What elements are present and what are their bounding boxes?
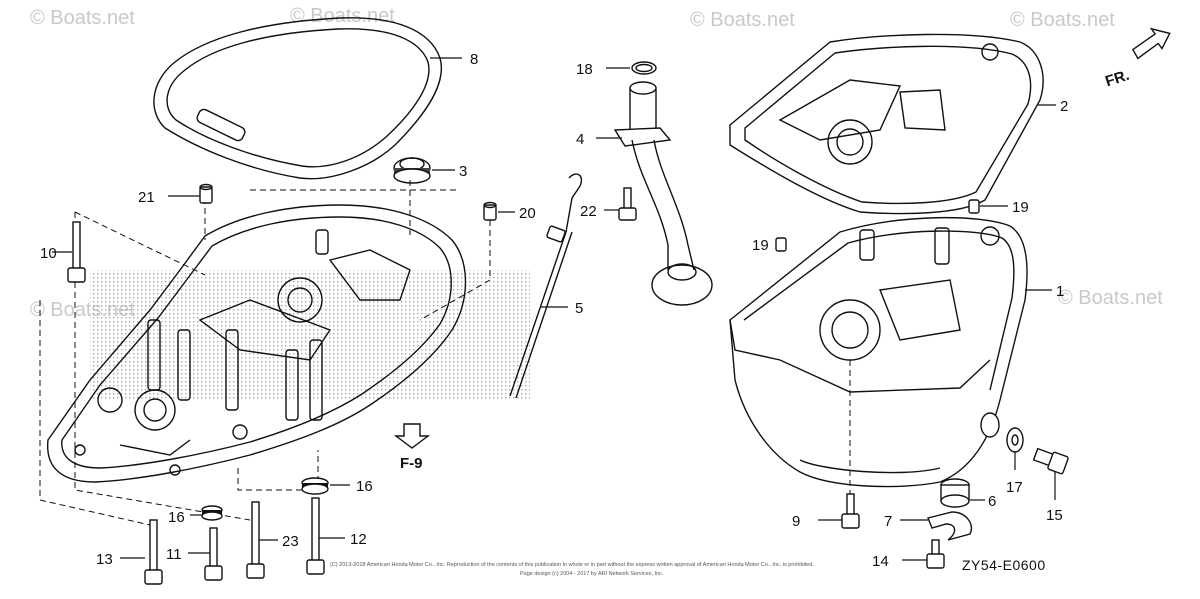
callout-5[interactable]: 5	[575, 300, 583, 317]
o-ring-18[interactable]	[631, 61, 657, 75]
callout-10[interactable]: 10	[40, 245, 57, 262]
copyright-line: (C) 2013-2018 American Honda Motor Co., …	[330, 562, 814, 568]
callout-20[interactable]: 20	[519, 205, 536, 222]
watermark: © Boats.net	[1058, 287, 1163, 309]
callout-14[interactable]: 14	[872, 553, 889, 570]
dowel-pin-19-lower[interactable]	[775, 237, 787, 252]
dowel-pin-19-upper[interactable]	[968, 199, 980, 214]
callout-16-left[interactable]: 16	[168, 509, 185, 526]
watermark: © Boats.net	[690, 9, 795, 31]
gasket-upper-left[interactable]	[153, 17, 443, 180]
assembly-dashline	[74, 211, 206, 276]
flange-bolt-12[interactable]	[306, 497, 325, 575]
front-direction-arrow	[1131, 27, 1171, 60]
callout-23[interactable]: 23	[282, 533, 299, 550]
callout-12[interactable]: 12	[350, 531, 367, 548]
callout-4[interactable]: 4	[576, 131, 584, 148]
callout-11[interactable]: 11	[166, 546, 182, 563]
page-design-line: Page design (c) 2004 - 2017 by ARI Netwo…	[520, 571, 664, 577]
oil-level-dipstick[interactable]	[509, 173, 583, 399]
callout-6[interactable]: 6	[988, 493, 996, 510]
flange-bolt-13[interactable]	[144, 519, 163, 585]
assembly-dashline	[74, 212, 251, 521]
assembly-dashline	[39, 300, 151, 526]
dowel-pin-20[interactable]	[483, 201, 497, 221]
callout-15[interactable]: 15	[1046, 507, 1063, 524]
callout-19-lower[interactable]: 19	[752, 237, 769, 254]
mount-case[interactable]	[46, 204, 467, 483]
callout-16-right[interactable]: 16	[356, 478, 373, 495]
assembly-dashline	[237, 450, 319, 491]
oil-strainer-pipe[interactable]	[613, 81, 713, 306]
callout-13[interactable]: 13	[96, 551, 113, 568]
callout-7[interactable]: 7	[884, 513, 892, 530]
callout-1[interactable]: 1	[1056, 283, 1064, 300]
flange-bolt-9[interactable]	[841, 493, 860, 529]
clip-7[interactable]	[927, 511, 972, 541]
callout-3[interactable]: 3	[459, 163, 467, 180]
washer-17[interactable]	[1006, 427, 1024, 453]
callout-21[interactable]: 21	[138, 189, 155, 206]
flange-bolt-14[interactable]	[926, 539, 945, 569]
reference-label[interactable]: F-9	[400, 455, 423, 472]
flange-bolt-10[interactable]	[67, 221, 86, 283]
callout-9[interactable]: 9	[792, 513, 800, 530]
flange-bolt-22[interactable]	[618, 187, 637, 221]
callout-17[interactable]: 17	[1006, 479, 1023, 496]
reference-arrow[interactable]	[393, 423, 431, 449]
washer-16-right[interactable]	[301, 477, 329, 495]
watermark: © Boats.net	[30, 7, 135, 29]
callout-19-upper[interactable]: 19	[1012, 199, 1029, 216]
gasket-upper-right[interactable]	[729, 33, 1044, 215]
diagram-code: ZY54-E0600	[962, 557, 1046, 573]
flange-bolt-23[interactable]	[246, 501, 265, 579]
callout-18[interactable]: 18	[576, 61, 593, 78]
drain-bolt-15[interactable]	[1032, 447, 1069, 475]
callout-22[interactable]: 22	[580, 203, 597, 220]
flange-bolt-11[interactable]	[204, 527, 223, 581]
oil-pan[interactable]	[729, 216, 1028, 488]
dowel-pin-21[interactable]	[199, 183, 213, 204]
front-direction-label: FR.	[1103, 67, 1131, 91]
callout-2[interactable]: 2	[1060, 98, 1068, 115]
watermark: © Boats.net	[290, 5, 395, 27]
oil-seal[interactable]	[393, 157, 431, 184]
washer-16-left[interactable]	[201, 505, 223, 521]
plug-6[interactable]	[940, 478, 970, 508]
assembly-dashline	[419, 220, 491, 321]
watermark: © Boats.net	[1010, 9, 1115, 31]
callout-8[interactable]: 8	[470, 51, 478, 68]
